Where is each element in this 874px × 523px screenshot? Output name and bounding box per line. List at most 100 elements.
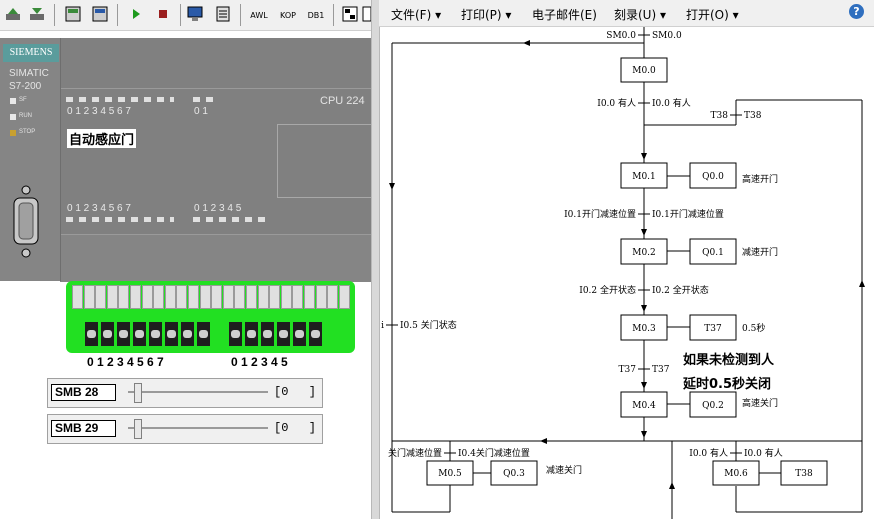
pane-splitter[interactable] [371, 0, 380, 519]
more-icon[interactable] [362, 5, 371, 23]
smb29-label: SMB 29 [51, 420, 116, 437]
terminal-pin [176, 285, 188, 309]
trans-i02-left: I0.2 全开状态 [579, 284, 636, 296]
monitor-icon[interactable] [186, 5, 204, 23]
terminal-pin [246, 285, 257, 309]
trans-i02-right: I0.2 全开状态 [652, 284, 709, 296]
switch-knob [87, 330, 96, 338]
smb28-row: SMB 28 [0] [47, 378, 323, 408]
plc-config-icon[interactable] [91, 5, 109, 23]
terminal-pin [315, 285, 327, 309]
terminal-pin [153, 285, 165, 309]
sf-label: SF [19, 97, 27, 103]
terminal-pin [327, 285, 339, 309]
run-label: RUN [19, 113, 32, 119]
program-icon[interactable] [214, 5, 232, 23]
input-digits-a: 0 1 2 3 4 5 6 7 [67, 106, 131, 117]
switch-knob [295, 330, 304, 338]
stop-icon[interactable] [154, 5, 172, 23]
switch-knob [263, 330, 272, 338]
switch-knob [135, 330, 144, 338]
switch-knob [231, 330, 240, 338]
help-icon[interactable]: ? [849, 4, 864, 19]
trans-i00b-left: I0.0 有人 [689, 447, 728, 459]
note-line-2: 延时0.5秒关闭 [683, 377, 772, 392]
switch-knob [167, 330, 176, 338]
open-icon[interactable] [4, 5, 22, 23]
smb29-track[interactable] [128, 427, 268, 429]
network-icon[interactable] [341, 5, 359, 23]
step-m02: M0.2 [632, 248, 656, 258]
switch-knob [311, 330, 320, 338]
action-t38: T38 [795, 469, 813, 479]
simulator-toolbar: AWL KOP DB1 [0, 0, 371, 31]
terminal-pin [199, 285, 211, 309]
input-leds-a [66, 97, 174, 102]
plc-simulator-pane: AWL KOP DB1 SIEMENS SIMATIC S7-200 SF RU… [0, 0, 371, 519]
desc-fast-close: 高速关门 [742, 397, 778, 409]
smb28-slider[interactable] [134, 383, 142, 403]
model-label: S7-200 [9, 81, 42, 92]
desc-slow-close: 减速关门 [546, 464, 582, 476]
trans-i05-right: I0.5 关门状态 [400, 319, 457, 331]
switch-knob [119, 330, 128, 338]
board-digits-b: 0 1 2 3 4 5 [231, 355, 288, 369]
output-digits-a: 0 1 2 3 4 5 6 7 [67, 203, 131, 214]
step-m01: M0.1 [632, 172, 656, 182]
kop-button[interactable]: KOP [280, 10, 296, 20]
input-digits-b: 0 1 [194, 106, 208, 117]
board-digits-a: 0 1 2 3 4 5 6 7 [87, 355, 164, 369]
trans-t38-left: T38 [711, 111, 729, 121]
input-leds-b [193, 97, 214, 102]
serial-port-icon [6, 184, 46, 259]
trans-sm00-right: SM0.0 [652, 31, 682, 41]
menu-email[interactable]: 电子邮件(E) [532, 8, 597, 22]
desc-fast-open: 高速开门 [742, 173, 778, 185]
terminal-pin [83, 285, 95, 309]
switch-knob [183, 330, 192, 338]
trans-t37-left: T37 [619, 365, 637, 375]
terminal-pin [304, 285, 315, 309]
action-q03: Q0.3 [503, 469, 525, 479]
trans-i01-right: I0.1开门减速位置 [652, 208, 724, 220]
switch-knob [247, 330, 256, 338]
step-m03: M0.3 [632, 324, 656, 334]
switch-knob [279, 330, 288, 338]
menu-file[interactable]: 文件(F) ▾ [391, 8, 442, 22]
plc-bottom-panel [60, 234, 371, 282]
smb28-track[interactable] [128, 391, 268, 393]
trans-i04-left: 关门减速位置 [388, 447, 442, 459]
output-digits-b: 0 1 2 3 4 5 [194, 203, 242, 214]
menu-print[interactable]: 打印(P) ▾ [461, 8, 512, 22]
menu-burn[interactable]: 刻录(U) ▾ [614, 8, 666, 22]
terminal-pin [222, 285, 234, 309]
smb28-value[interactable]: [0] [274, 385, 316, 399]
awl-button[interactable]: AWL [250, 10, 268, 20]
switch-knob [103, 330, 112, 338]
simatic-label: SIMATIC [9, 68, 49, 79]
terminal-pin [269, 285, 281, 309]
trans-i04-right: I0.4关门减速位置 [458, 447, 530, 459]
smb29-slider[interactable] [134, 419, 142, 439]
plc-icon[interactable] [64, 5, 82, 23]
terminal-pin [106, 285, 118, 309]
plc-top-panel [60, 38, 371, 89]
smb28-label: SMB 28 [51, 384, 116, 401]
smb29-value[interactable]: [0] [274, 421, 316, 435]
smb29-row: SMB 29 [0] [47, 414, 323, 444]
run-icon[interactable] [127, 5, 145, 23]
stop-label: STOP [19, 129, 36, 135]
desc-slow-open: 减速开门 [742, 246, 778, 258]
output-leds-a [66, 217, 174, 222]
action-q01: Q0.1 [702, 248, 724, 258]
terminal-pin [234, 285, 246, 309]
trans-i00b-right: I0.0 有人 [744, 447, 783, 459]
terminal-pin [211, 285, 223, 309]
action-q00: Q0.0 [702, 172, 724, 182]
action-q02: Q0.2 [702, 401, 724, 411]
db1-button[interactable]: DB1 [307, 10, 325, 20]
terminal-pin [95, 285, 107, 309]
menu-open[interactable]: 打开(O) ▾ [686, 8, 739, 22]
trans-i01-left: I0.1开门减速位置 [564, 208, 636, 220]
save-icon[interactable] [28, 5, 46, 23]
